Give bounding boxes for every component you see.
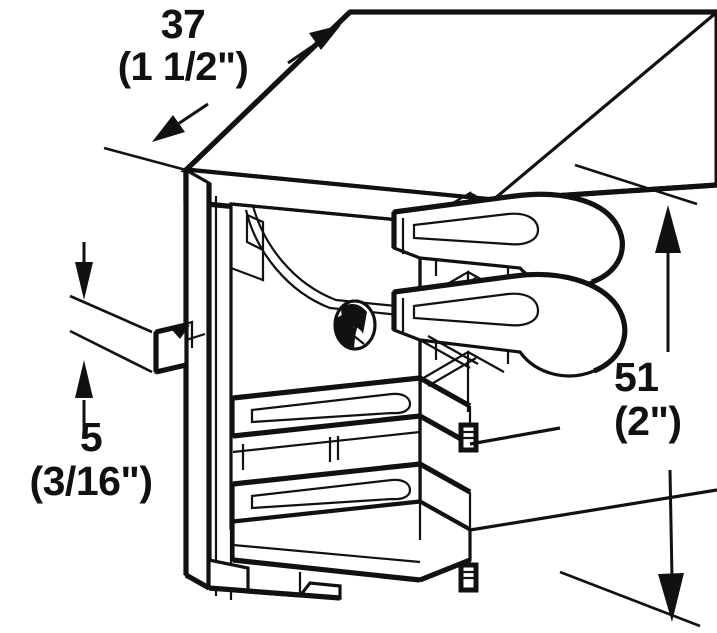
shelf-mid-panel [232, 414, 421, 470]
left-inner-rib [214, 196, 233, 600]
hook-root-stems [391, 212, 405, 334]
dimension-width-metric: 37 [160, 1, 206, 47]
dimension-thickness-imperial: (3/16") [29, 458, 153, 505]
dimension-label-width: 37 (1 1/2") [78, 2, 288, 89]
left-side-tab [153, 320, 206, 375]
dimension-label-thickness: 5 (3/16") [0, 415, 182, 504]
dimension-thickness-metric: 5 [79, 414, 103, 460]
bottom-right-peg [458, 562, 479, 593]
bottom-tab [207, 558, 342, 601]
dimension-width-imperial: (1 1/2") [117, 45, 249, 90]
dimension-height [559, 163, 701, 628]
screw-hole [333, 299, 377, 351]
right-lower-face [469, 426, 717, 532]
dimension-height-imperial: (2") [614, 398, 682, 445]
dimension-width [103, 25, 341, 172]
front-curve-transition [244, 205, 437, 320]
dimension-thickness [69, 242, 153, 428]
left-side-wall [183, 167, 212, 591]
upper-hook [392, 191, 625, 289]
bottom-foot [231, 500, 472, 583]
lower-hook [392, 271, 628, 378]
dimension-height-metric: 51 [614, 354, 659, 400]
dimension-label-height: 51 (2") [614, 355, 717, 444]
mid-right-peg [458, 422, 479, 453]
